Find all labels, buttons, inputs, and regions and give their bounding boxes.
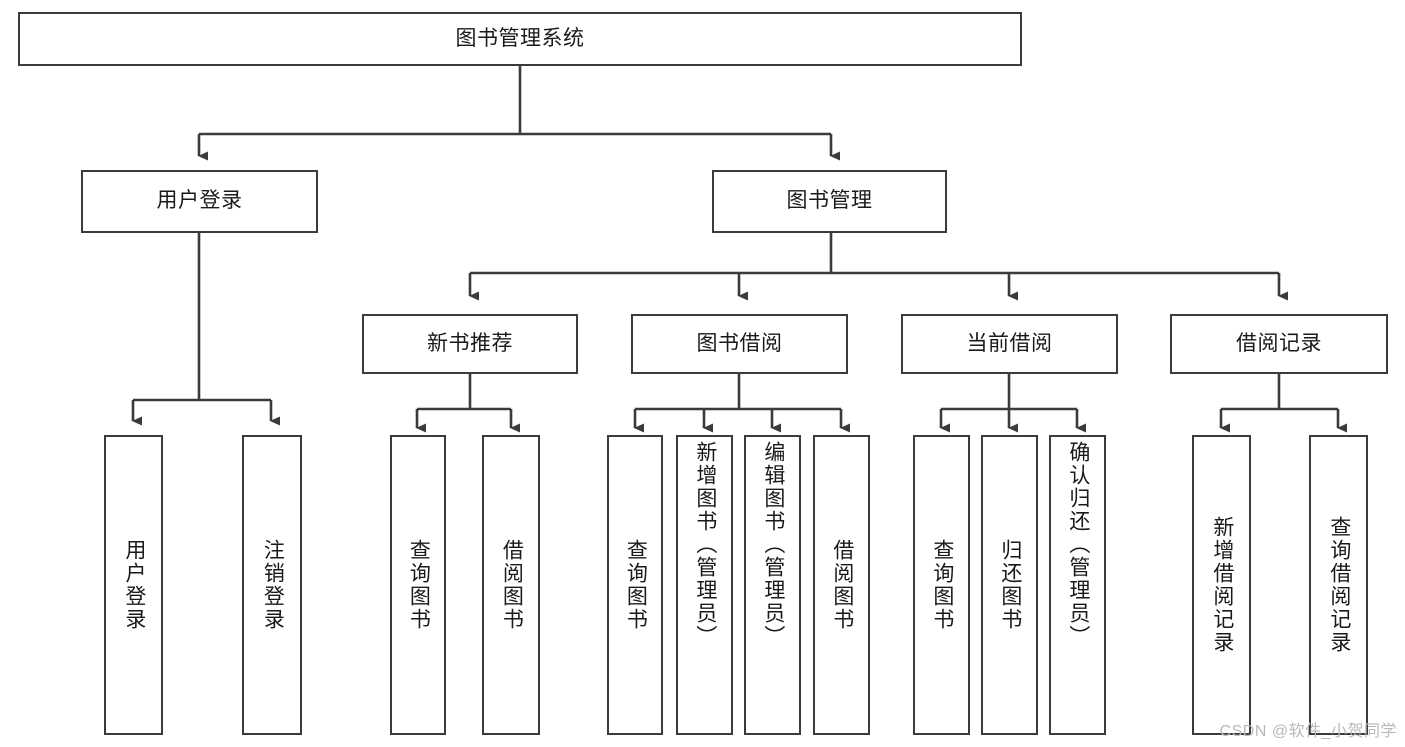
watermark-text: CSDN @软件_小贺同学 xyxy=(1219,723,1397,740)
node-book-borrow[interactable]: 图书借阅 xyxy=(631,314,848,374)
node-label: 确认归还（管理员） xyxy=(1066,441,1090,648)
node-label: 查询借阅记录 xyxy=(1327,516,1351,654)
node-current-borrow[interactable]: 当前借阅 xyxy=(901,314,1118,374)
node-leaf-edit-book-admin[interactable]: 编辑图书（管理员） xyxy=(744,435,801,735)
node-label: 新书推荐 xyxy=(427,331,513,355)
node-label: 图书管理系统 xyxy=(455,26,585,50)
node-new-book-recommend[interactable]: 新书推荐 xyxy=(362,314,578,374)
node-label: 用户登录 xyxy=(156,189,243,213)
node-leaf-return-book[interactable]: 归还图书 xyxy=(981,435,1038,735)
node-label: 归还图书 xyxy=(998,539,1022,631)
node-leaf-borrow-book-recommend[interactable]: 借阅图书 xyxy=(482,435,540,735)
node-borrow-record[interactable]: 借阅记录 xyxy=(1170,314,1388,374)
node-leaf-query-book-current[interactable]: 查询图书 xyxy=(913,435,970,735)
node-label: 查询图书 xyxy=(407,539,431,631)
node-leaf-confirm-return-admin[interactable]: 确认归还（管理员） xyxy=(1049,435,1106,735)
node-leaf-query-borrow-record[interactable]: 查询借阅记录 xyxy=(1309,435,1368,735)
node-leaf-query-book-borrow[interactable]: 查询图书 xyxy=(607,435,663,735)
node-user-login[interactable]: 用户登录 xyxy=(81,170,318,233)
node-label: 图书借阅 xyxy=(696,331,783,355)
node-label: 借阅图书 xyxy=(500,539,524,631)
node-book-management[interactable]: 图书管理 xyxy=(712,170,947,233)
node-label: 编辑图书（管理员） xyxy=(761,441,785,648)
node-label: 查询图书 xyxy=(930,539,954,631)
node-leaf-user-login[interactable]: 用户登录 xyxy=(104,435,163,735)
node-label: 当前借阅 xyxy=(966,331,1053,355)
node-label: 新增借阅记录 xyxy=(1210,516,1234,654)
node-label: 注销登录 xyxy=(261,539,285,631)
node-label: 图书管理 xyxy=(786,189,873,213)
node-root-book-management-system[interactable]: 图书管理系统 xyxy=(18,12,1022,66)
node-leaf-add-book-admin[interactable]: 新增图书（管理员） xyxy=(676,435,733,735)
node-leaf-query-book-recommend[interactable]: 查询图书 xyxy=(390,435,446,735)
node-label: 查询图书 xyxy=(624,539,648,631)
node-label: 用户登录 xyxy=(122,539,146,631)
node-leaf-borrow-book[interactable]: 借阅图书 xyxy=(813,435,870,735)
node-leaf-add-borrow-record[interactable]: 新增借阅记录 xyxy=(1192,435,1251,735)
node-label: 借阅记录 xyxy=(1236,331,1322,355)
node-leaf-logout[interactable]: 注销登录 xyxy=(242,435,302,735)
node-label: 借阅图书 xyxy=(830,539,854,631)
node-label: 新增图书（管理员） xyxy=(693,441,717,648)
